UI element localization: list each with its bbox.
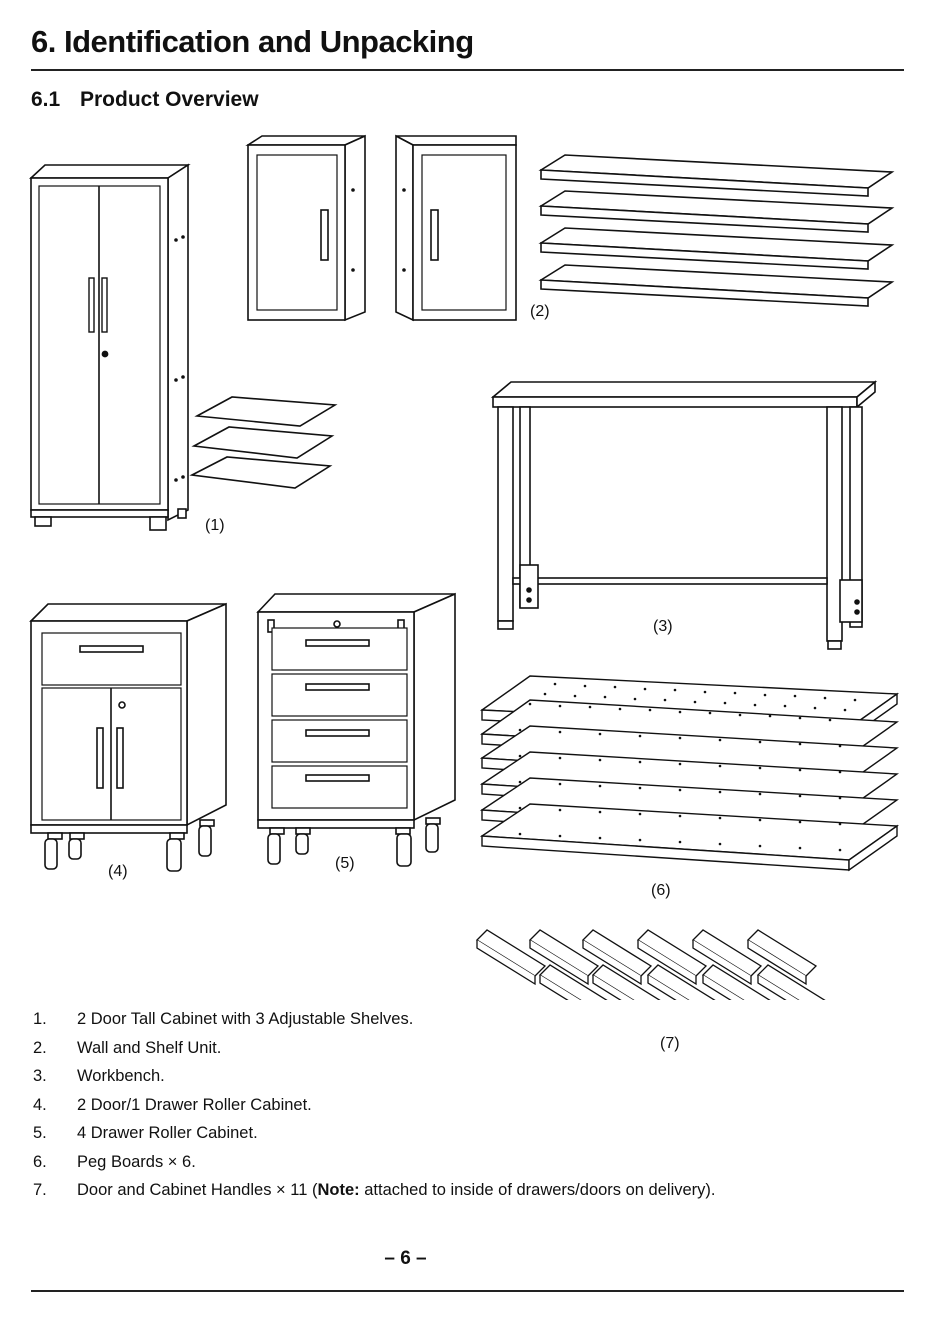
- label-roller-2door: (4): [108, 863, 128, 880]
- item-list: 1. 2 Door Tall Cabinet with 3 Adjustable …: [33, 1010, 716, 1210]
- item-text: 2 Door Tall Cabinet with 3 Adjustable Sh…: [77, 1010, 414, 1028]
- page-heading: 6. Identification and Unpacking: [31, 24, 474, 59]
- label-tall-cabinet: (1): [205, 517, 225, 534]
- peg-boards-drawing: [479, 675, 900, 872]
- note-label: Note:: [317, 1181, 360, 1199]
- label-roller-4drawer: (5): [335, 855, 355, 872]
- list-item: 5. 4 Drawer Roller Cabinet.: [33, 1124, 716, 1153]
- label-workbench: (3): [653, 618, 673, 635]
- list-item: 2. Wall and Shelf Unit.: [33, 1039, 716, 1068]
- item-number: 4.: [33, 1095, 47, 1114]
- item-number: 2.: [33, 1038, 47, 1057]
- bottom-divider: [31, 1290, 904, 1292]
- list-item: 6. Peg Boards × 6.: [33, 1153, 716, 1182]
- item-text: Wall and Shelf Unit.: [77, 1038, 222, 1057]
- cabinet-shelves-drawing: [189, 396, 338, 489]
- item-text: Peg Boards × 6.: [77, 1152, 196, 1171]
- tall-cabinet-drawing: [28, 163, 191, 531]
- list-item: 4. 2 Door/1 Drawer Roller Cabinet.: [33, 1096, 716, 1125]
- wall-shelves-drawing: [538, 154, 895, 307]
- label-handles: (7): [660, 1035, 680, 1052]
- list-item: 7. Door and Cabinet Handles × 11 (Note: a…: [33, 1181, 716, 1210]
- section-title: Product Overview: [80, 88, 259, 111]
- product-overview-illustration: [28, 134, 900, 1000]
- item-number: 6.: [33, 1152, 47, 1171]
- page-number: – 6 –: [384, 1248, 427, 1269]
- section-heading: 6.1 Product Overview: [31, 88, 259, 112]
- item-number: 5.: [33, 1124, 47, 1142]
- top-divider: [31, 69, 904, 71]
- section-number: 6.1: [31, 88, 61, 111]
- roller-cabinet-4drawer-drawing: [256, 592, 456, 867]
- list-item: 1. 2 Door Tall Cabinet with 3 Adjustable …: [33, 1010, 716, 1039]
- item-number: 7.: [33, 1181, 47, 1199]
- item-text: Door and Cabinet Handles × 11 (: [77, 1181, 318, 1199]
- label-peg-boards: (6): [651, 882, 671, 899]
- item-number: 3.: [33, 1067, 47, 1085]
- handles-drawing: [475, 929, 826, 1000]
- label-wall-unit: (2): [530, 303, 550, 320]
- item-text: 4 Drawer Roller Cabinet.: [77, 1124, 258, 1142]
- item-number: 1.: [33, 1010, 47, 1028]
- note-text: attached to inside of drawers/doors on d…: [359, 1181, 716, 1199]
- item-text: 2 Door/1 Drawer Roller Cabinet.: [77, 1095, 312, 1114]
- item-text: Workbench.: [77, 1067, 165, 1085]
- wall-cabinet-right-drawing: [395, 134, 517, 322]
- workbench-drawing: [490, 380, 878, 650]
- list-item: 3. Workbench.: [33, 1067, 716, 1096]
- roller-cabinet-2door-drawing: [29, 602, 227, 872]
- wall-cabinet-left-drawing: [245, 134, 366, 322]
